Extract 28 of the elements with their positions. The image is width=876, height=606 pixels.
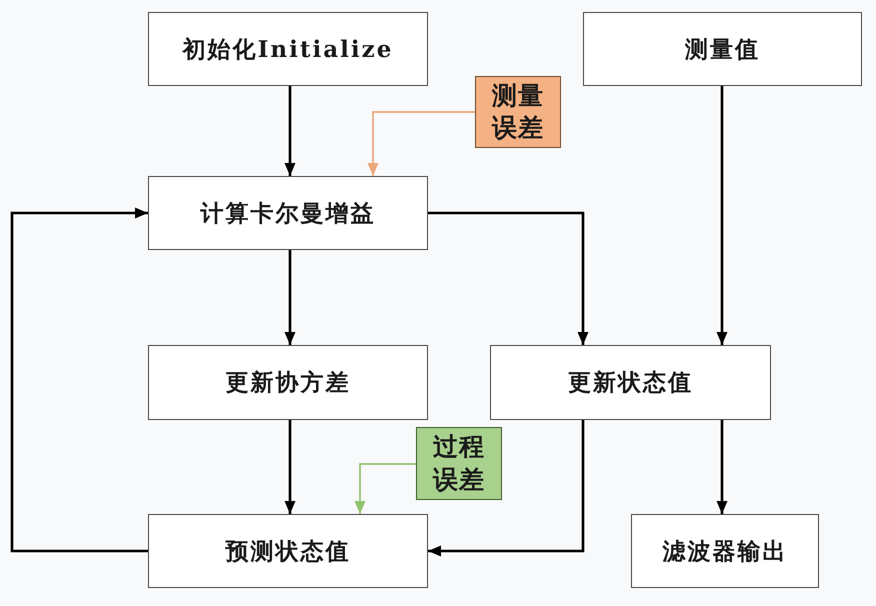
box-label: 滤波器输出 [662, 536, 788, 566]
arrow [428, 212, 588, 345]
box-label: 测量误差 [490, 80, 545, 144]
process-box [148, 12, 428, 86]
arrow [284, 250, 296, 345]
arrow [284, 420, 296, 514]
box-label: 预测状态值 [226, 536, 350, 566]
box-label: 过程误差 [432, 431, 486, 496]
arrow [428, 420, 584, 556]
annotation-box [475, 76, 561, 148]
arrow [284, 86, 296, 176]
arrow [716, 420, 728, 514]
box-label: 初始化Initialize [182, 34, 394, 64]
box-label: 更新协方差 [226, 368, 350, 398]
process-box [148, 176, 428, 250]
annotation-box [416, 427, 502, 500]
box-label: 测量值 [685, 34, 760, 64]
arrow [354, 463, 416, 514]
process-box [631, 514, 819, 588]
process-box [490, 345, 771, 420]
arrow [368, 111, 475, 176]
process-box [583, 12, 862, 86]
process-box [148, 514, 428, 588]
arrow [716, 86, 728, 345]
arrow [10, 208, 148, 552]
box-label: 更新状态值 [568, 368, 693, 398]
process-box [148, 345, 428, 420]
box-label: 计算卡尔曼增益 [200, 198, 376, 228]
